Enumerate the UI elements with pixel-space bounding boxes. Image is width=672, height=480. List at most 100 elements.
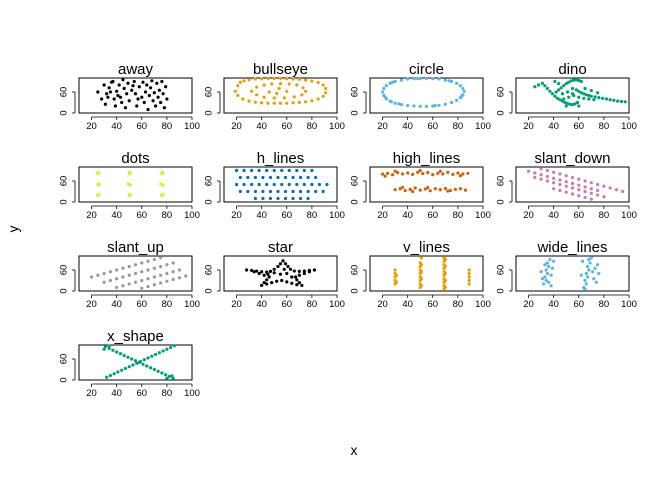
data-points <box>233 76 328 105</box>
data-point <box>612 98 616 102</box>
data-point <box>133 263 138 267</box>
data-point <box>393 169 397 173</box>
data-point <box>127 172 131 176</box>
data-point <box>448 188 452 193</box>
x-tick-label: 100 <box>621 210 637 221</box>
data-point <box>116 370 120 374</box>
data-point <box>278 262 283 266</box>
data-point <box>580 259 585 263</box>
data-point <box>262 83 266 87</box>
y-tick-label: 60 <box>204 265 215 276</box>
data-point <box>608 98 612 102</box>
data-point <box>389 100 393 104</box>
data-point <box>171 270 175 274</box>
data-point <box>589 187 593 191</box>
x-tick-label: 100 <box>475 210 491 221</box>
data-point <box>543 275 547 279</box>
data-point <box>140 261 144 265</box>
data-point <box>463 188 468 192</box>
data-point <box>594 280 598 284</box>
data-point <box>577 78 581 83</box>
data-point <box>321 83 325 87</box>
data-point <box>108 373 112 378</box>
data-point <box>278 82 283 86</box>
data-point <box>96 194 100 198</box>
y-tick-label: 60 <box>59 176 70 187</box>
data-point <box>281 259 285 263</box>
y-axis: 060 <box>59 265 76 294</box>
data-point <box>169 345 173 350</box>
data-point <box>257 168 261 173</box>
x-tick-label: 80 <box>453 299 464 310</box>
x-tick-label: 80 <box>599 121 610 132</box>
data-point <box>105 92 109 96</box>
y-axis: 060 <box>59 87 76 116</box>
data-point <box>146 107 150 112</box>
data-point <box>150 354 154 358</box>
data-point <box>295 278 299 282</box>
data-point <box>152 275 156 279</box>
y-tick-label: 60 <box>204 176 215 187</box>
x-tick-label: 80 <box>162 210 173 221</box>
y-axis: 060 <box>350 87 367 116</box>
data-point <box>443 271 447 276</box>
data-point <box>408 187 412 191</box>
x-tick-label: 40 <box>111 299 122 310</box>
data-point <box>597 271 601 276</box>
data-point <box>602 184 606 188</box>
data-point <box>285 101 289 105</box>
data-point <box>575 100 580 105</box>
data-point <box>552 187 556 191</box>
data-point <box>383 174 387 178</box>
data-point <box>111 348 115 352</box>
data-point <box>565 90 570 94</box>
data-point <box>544 268 548 272</box>
data-point <box>438 169 442 173</box>
data-point <box>236 84 240 88</box>
data-point <box>413 186 417 190</box>
data-points <box>380 76 466 108</box>
data-point <box>453 187 457 191</box>
y-axis: 060 <box>204 265 221 294</box>
panel-title: slant_down <box>535 150 611 167</box>
data-point <box>298 196 303 201</box>
data-point <box>321 94 325 98</box>
data-point <box>542 282 546 286</box>
data-point <box>152 257 156 262</box>
data-point <box>424 104 429 108</box>
data-point <box>260 283 264 287</box>
data-point <box>270 281 274 285</box>
data-point <box>570 92 575 96</box>
y-axis-title: y <box>5 226 21 233</box>
data-point <box>250 182 254 187</box>
data-point <box>255 93 259 97</box>
data-point <box>126 355 130 359</box>
data-point <box>276 189 280 194</box>
data-point <box>567 80 571 84</box>
data-point <box>552 170 556 174</box>
data-point <box>533 85 537 89</box>
data-point <box>255 85 259 89</box>
x-tick-label: 60 <box>136 299 147 310</box>
data-point <box>111 79 115 84</box>
data-point <box>564 82 568 86</box>
data-point <box>592 98 596 102</box>
data-point <box>146 277 150 281</box>
data-point <box>120 368 124 372</box>
data-point <box>545 271 549 276</box>
y-axis: 060 <box>59 354 76 383</box>
data-point <box>458 174 462 178</box>
data-point <box>272 271 276 275</box>
data-point <box>127 194 131 198</box>
data-point <box>302 168 306 173</box>
x-tick-label: 80 <box>162 299 173 310</box>
plot-frame <box>369 255 484 292</box>
x-tick-label: 60 <box>427 210 438 221</box>
data-point <box>406 77 410 81</box>
